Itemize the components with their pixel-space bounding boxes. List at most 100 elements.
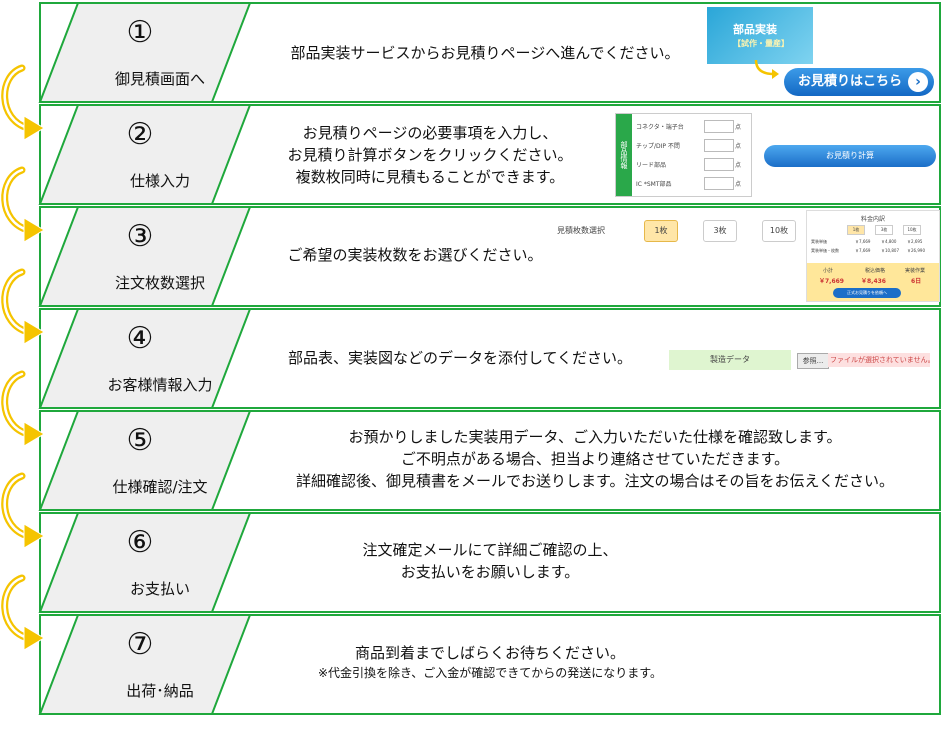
step-label: 注文枚数選択 (114, 274, 205, 292)
spec-row-label: リード部品 (636, 162, 667, 169)
step-label: お客様情報入力 (107, 376, 213, 394)
step-frame (38, 614, 941, 715)
step-label: 御見積画面へ (114, 70, 205, 88)
step-row: ⑤ 仕様確認/注文 お預かりしました実装用データ、ご入力いただいた仕様を確認致し… (0, 410, 942, 511)
spec-input[interactable] (704, 120, 734, 133)
description-line: 商品到着までしばらくお待ちください。 (354, 644, 625, 662)
panel-cell: ￥26,990 (907, 248, 925, 253)
banner-subtitle: 【試作・量産】 (733, 39, 789, 48)
flow-arrow-icon (1, 574, 45, 651)
description-line: 部品実装サービスからお見積りページへ進んでください。 (290, 44, 680, 62)
step-number: ④ (126, 321, 154, 356)
step-number: ⑤ (126, 423, 154, 458)
flow-arrow-icon (1, 370, 45, 447)
spec-row: リード部品 点 (634, 156, 749, 174)
step-row: ⑥ お支払い 注文確定メールにて詳細ご確認の上、お支払いをお願いします。 (0, 512, 942, 613)
days-label: 実装作業 (905, 268, 926, 274)
step-label: 仕様確認/注文 (112, 478, 208, 496)
price-panel-title: 料金内訳 (860, 216, 885, 223)
step-frame (38, 410, 941, 511)
browse-button[interactable]: 参照... (797, 353, 829, 369)
price-summary: 小計 税込価格 実装作業 ￥7,669 ￥8,436 6日 正式お見積りを依頼へ (807, 263, 939, 301)
description-line: お見積りページの必要事項を入力し、 (302, 124, 558, 142)
step-label: お支払い (129, 580, 190, 598)
spec-row: コネクタ・端子台 点 (634, 118, 749, 136)
spec-input[interactable] (704, 139, 734, 152)
panel-cell: 実装単価・枚数 (811, 248, 839, 253)
step-description: 部品実装サービスからお見積りページへ進んでください。 (250, 42, 720, 64)
step-description: 注文確定メールにて詳細ご確認の上、お支払いをお願いします。 (250, 539, 730, 583)
tax-label: 税込価格 (865, 268, 886, 274)
panel-qty-option[interactable]: 10枚 (903, 225, 921, 235)
step-description: 商品到着までしばらくお待ちください。 ※代金引換を除き、ご入金が確認できてからの発… (250, 642, 730, 682)
panel-cell: ￥7,669 (855, 248, 871, 253)
step-label: 出荷･納品 (126, 682, 194, 700)
subtotal-label: 小計 (823, 268, 834, 274)
flow-arrow-icon (1, 472, 45, 549)
days-value: 6日 (911, 278, 922, 285)
spec-unit: 点 (735, 181, 742, 188)
step-description: 部品表、実装図などのデータを添付してください。 (250, 347, 670, 369)
step-row: ⑦ 出荷･納品 商品到着までしばらくお待ちください。 ※代金引換を除き、ご入金が確… (0, 614, 942, 715)
qty-select-label: 見積枚数選択 (557, 226, 605, 235)
step-description: ご希望の実装枚数をお選びください。 (250, 244, 580, 266)
description-line: お見積り計算ボタンをクリックください。 (287, 146, 573, 164)
step-number: ③ (126, 219, 154, 254)
spec-input[interactable] (704, 158, 734, 171)
spec-form-side: 部品情報 (616, 114, 632, 196)
step-description: お預かりしました実装用データ、ご入力いただいた仕様を確認致します。ご不明点がある… (250, 426, 940, 492)
spec-row-label: IC *SMT部品 (636, 181, 672, 188)
description-line: お支払いをお願いします。 (400, 563, 580, 581)
chevron-right-icon: › (908, 72, 928, 92)
step-label: 仕様入力 (129, 172, 190, 190)
flow-arrow-icon (1, 64, 45, 141)
description-line: 部品表、実装図などのデータを添付してください。 (287, 349, 633, 367)
description-line: ご希望の実装枚数をお選びください。 (287, 246, 543, 264)
step-number: ① (126, 15, 154, 50)
panel-qty-option[interactable]: 3枚 (875, 225, 893, 235)
subtotal-value: ￥7,669 (819, 278, 844, 285)
step-number: ⑦ (126, 627, 154, 662)
service-banner[interactable]: 部品実装 【試作・量産】 (707, 7, 813, 64)
estimate-button[interactable]: お見積りはこちら › (784, 68, 934, 96)
spec-unit: 点 (735, 143, 742, 150)
step-description: お見積りページの必要事項を入力し、お見積り計算ボタンをクリックください。複数枚同… (250, 122, 610, 188)
step-row: ② 仕様入力 お見積りページの必要事項を入力し、お見積り計算ボタンをクリックくだ… (0, 104, 942, 205)
pointer-arrow-icon (754, 59, 779, 79)
step-frame (38, 512, 941, 613)
panel-qty-option[interactable]: 1枚 (847, 225, 865, 235)
qty-option[interactable]: 10枚 (762, 220, 796, 242)
spec-row-label: コネクタ・端子台 (636, 124, 684, 131)
formal-quote-label: 正式お見積りを依頼へ (847, 290, 887, 295)
panel-cell: 実装単価 (811, 239, 827, 244)
qty-option[interactable]: 3枚 (703, 220, 737, 242)
file-status: ファイルが選択されていません。 (828, 353, 930, 367)
flow-arrow-icon (1, 268, 45, 345)
step-number: ② (126, 117, 154, 152)
banner-title: 部品実装 (733, 23, 777, 36)
description-line: 複数枚同時に見積もることができます。 (295, 168, 565, 186)
calc-button[interactable]: お見積り計算 (764, 145, 936, 167)
description-line: お預かりしました実装用データ、ご入力いただいた仕様を確認致します。 (348, 428, 842, 446)
panel-cell: ￥7,669 (855, 239, 871, 244)
qty-option[interactable]: 1枚 (644, 220, 678, 242)
tax-value: ￥8,436 (861, 278, 886, 285)
spec-row: チップ/DIP 不問 点 (634, 137, 749, 155)
spec-input[interactable] (704, 177, 734, 190)
data-field-label: 製造データ (669, 350, 791, 370)
description-line: 詳細確認後、御見積書をメールでお送りします。注文の場合はその旨をお伝えください。 (295, 472, 895, 490)
step-row: ③ 注文枚数選択 ご希望の実装枚数をお選びください。 (0, 206, 942, 307)
formal-quote-button[interactable]: 正式お見積りを依頼へ (833, 288, 901, 298)
estimate-button-label: お見積りはこちら (798, 74, 903, 89)
description-line: 注文確定メールにて詳細ご確認の上、 (362, 541, 618, 559)
spec-row-label: チップ/DIP 不問 (636, 143, 680, 150)
spec-unit: 点 (735, 124, 742, 131)
flow-arrow-icon (1, 166, 45, 243)
description-note: ※代金引換を除き、ご入金が確認できてからの発送になります。 (317, 666, 663, 680)
spec-row: IC *SMT部品 点 (634, 175, 749, 193)
description-line: ご不明点がある場合、担当より連絡させていただきます。 (400, 450, 790, 468)
panel-cell: ￥4,800 (881, 239, 897, 244)
panel-cell: ￥10,807 (881, 248, 899, 253)
calc-button-label: お見積り計算 (826, 151, 874, 160)
